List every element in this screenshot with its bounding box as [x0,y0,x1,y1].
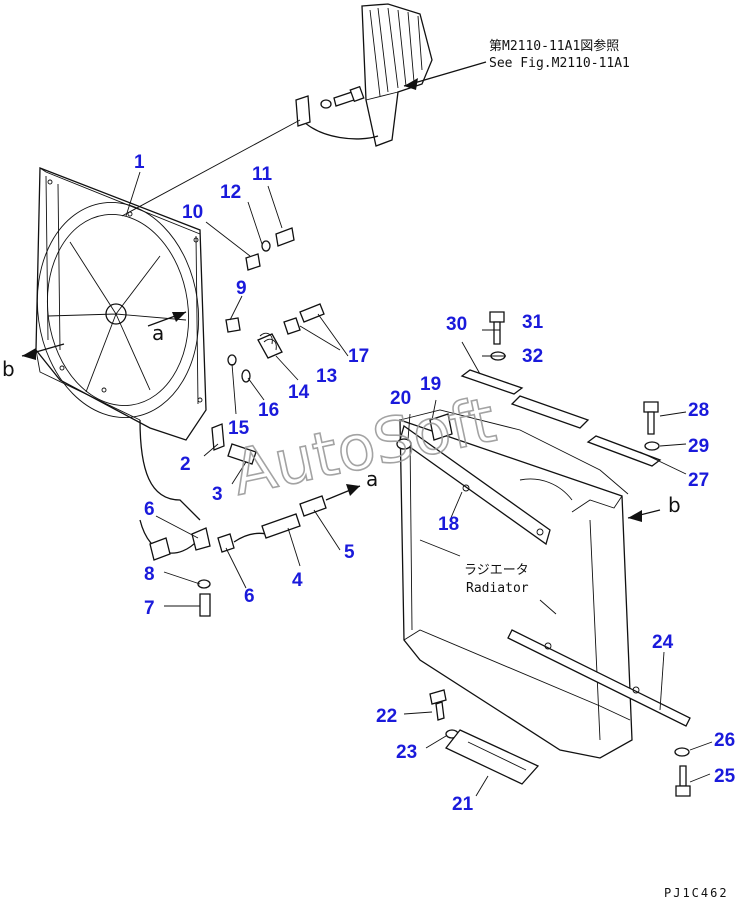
callout-31: 31 [522,312,544,333]
callout-14: 14 [288,382,310,403]
callout-28: 28 [688,400,709,421]
bolt-group-bottom-right [674,747,691,797]
callout-21: 21 [452,794,474,815]
marker-b-right: b [668,493,681,517]
callout-22: 22 [376,706,397,727]
callout-18: 18 [438,514,459,535]
shroud-leader [121,119,301,217]
marker-a-hose: a [366,467,378,491]
callout-3: 3 [212,484,223,505]
upper-shroud-part [295,3,433,147]
bolt-group-top [489,311,660,451]
radiator-top-bracket [399,424,551,546]
marker-b-left: b [2,357,15,381]
callout-19: 19 [420,374,441,395]
callout-leaders [125,171,713,797]
callout-12: 12 [220,182,241,203]
radiator-note-en: Radiator [466,581,529,596]
callout-6b: 6 [244,586,255,607]
reference-arrowhead [404,78,418,90]
callout-25: 25 [714,766,736,787]
callout-10: 10 [182,202,203,223]
reference-note-en: See Fig.M2110-11A1 [489,56,630,71]
callout-4: 4 [292,570,303,591]
reference-note-jp: 第M2110-11A1図参照 [489,38,619,54]
callout-5: 5 [344,542,355,563]
callout-29: 29 [688,436,709,457]
callout-6a: 6 [144,499,155,520]
callout-9: 9 [236,278,247,299]
radiator-body [399,409,633,759]
radiator-note-jp: ラジエータ [464,563,529,578]
callout-16: 16 [258,400,279,421]
fittings-group [211,227,325,465]
callout-1: 1 [134,152,145,173]
callout-17: 17 [348,346,369,367]
callout-8: 8 [144,564,155,585]
callout-11: 11 [252,164,273,185]
callout-24: 24 [652,632,674,653]
radiator-bottom-strap [507,629,691,727]
callout-32: 32 [522,346,543,367]
callout-2: 2 [180,454,191,475]
radiator-cap [429,413,453,441]
callout-7: 7 [144,598,155,619]
callout-labels: 1 2 3 4 5 6 6 7 8 9 10 11 12 13 14 15 16… [134,152,736,815]
callout-26: 26 [714,730,735,751]
callout-20: 20 [390,388,411,409]
callout-23: 23 [396,742,417,763]
callout-27: 27 [688,470,709,491]
bolt-group-bottom-left [429,689,540,785]
marker-a-fan: a [152,321,164,345]
hose-group [139,419,327,617]
figure-code: PJ1C462 [664,886,729,900]
callout-15: 15 [228,418,250,439]
fan-shroud [35,167,207,441]
callout-30: 30 [446,314,467,335]
radiator-note-leader [419,539,461,557]
radiator-top-plates [460,369,662,467]
reference-leader [403,61,487,87]
callout-13: 13 [316,366,337,387]
